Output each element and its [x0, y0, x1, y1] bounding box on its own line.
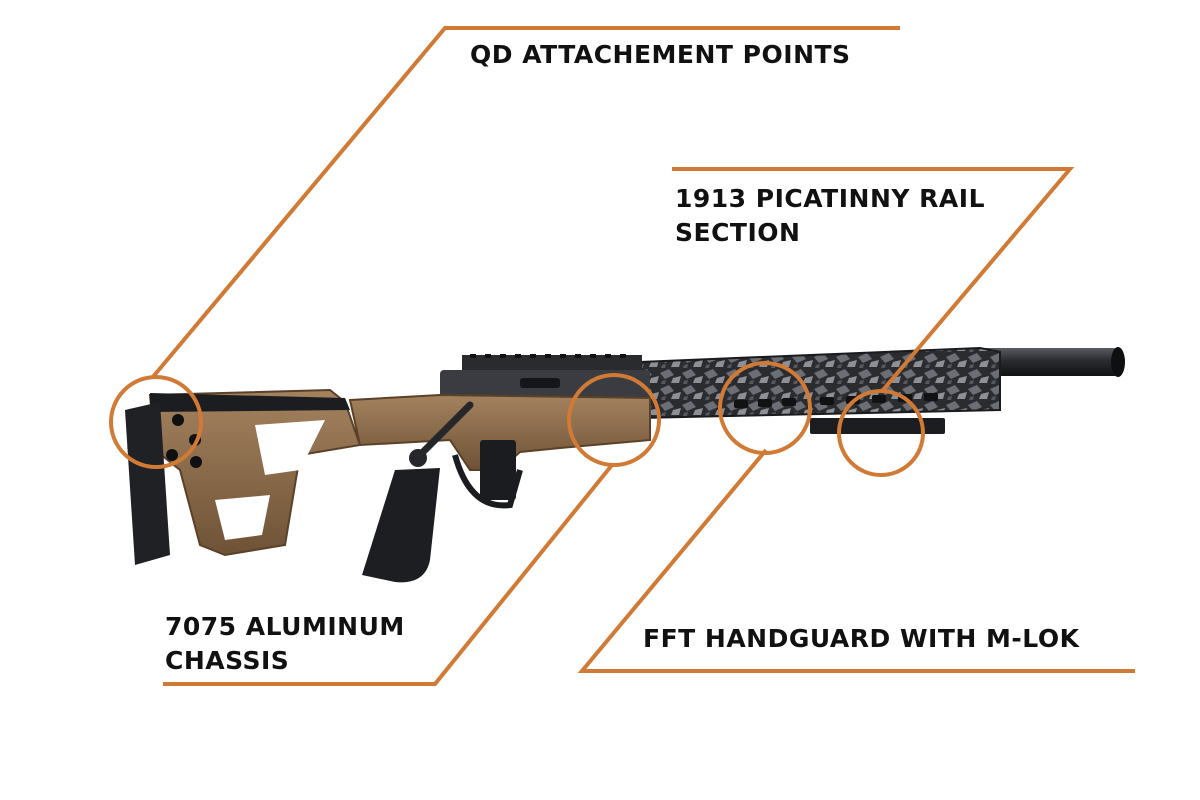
picatinny-rail-leader — [672, 167, 1075, 392]
handguard-leader — [577, 448, 1135, 673]
chassis-label-line2: CHASSIS — [165, 646, 290, 675]
picatinny-rail-section — [810, 418, 945, 434]
qd-points-leader — [150, 26, 900, 380]
butt-plate — [125, 402, 170, 565]
picatinny-rail-highlight — [837, 389, 925, 477]
qd-points-callout: QD ATTACHEMENT POINTS — [470, 38, 851, 72]
handguard-highlight — [718, 361, 812, 455]
stock-cutout-lower — [215, 495, 270, 540]
picatinny-rail-callout: 1913 PICATINNY RAIL SECTION — [675, 182, 985, 250]
bolt-knob — [409, 449, 427, 467]
muzzle — [1111, 347, 1125, 377]
chassis-callout: 7075 ALUMINUM CHASSIS — [165, 610, 405, 678]
bolt-handle — [416, 401, 474, 459]
top-rail-teeth — [470, 354, 626, 358]
callout-lines — [150, 26, 1135, 686]
top-rail — [462, 355, 642, 371]
magazine — [480, 440, 516, 500]
chassis-leader — [163, 463, 614, 686]
picatinny-rail-label-line1: 1913 PICATINNY RAIL — [675, 184, 986, 213]
trigger-guard — [452, 454, 523, 509]
stock-cutout — [255, 420, 325, 475]
qd-points-label: QD ATTACHEMENT POINTS — [470, 40, 851, 69]
chassis — [348, 393, 651, 471]
pistol-grip — [362, 468, 440, 583]
handguard-callout: FFT HANDGUARD WITH M-LOK — [643, 622, 1079, 656]
qd-points-highlight — [109, 375, 203, 469]
handguard — [639, 346, 1001, 420]
handguard-label: FFT HANDGUARD WITH M-LOK — [643, 624, 1080, 653]
chassis-label-line1: 7075 ALUMINUM — [165, 612, 405, 641]
highlight-circles — [109, 361, 925, 477]
chassis-highlight — [567, 373, 661, 467]
picatinny-rail-label-line2: SECTION — [675, 218, 801, 247]
ejection-port — [520, 378, 560, 388]
